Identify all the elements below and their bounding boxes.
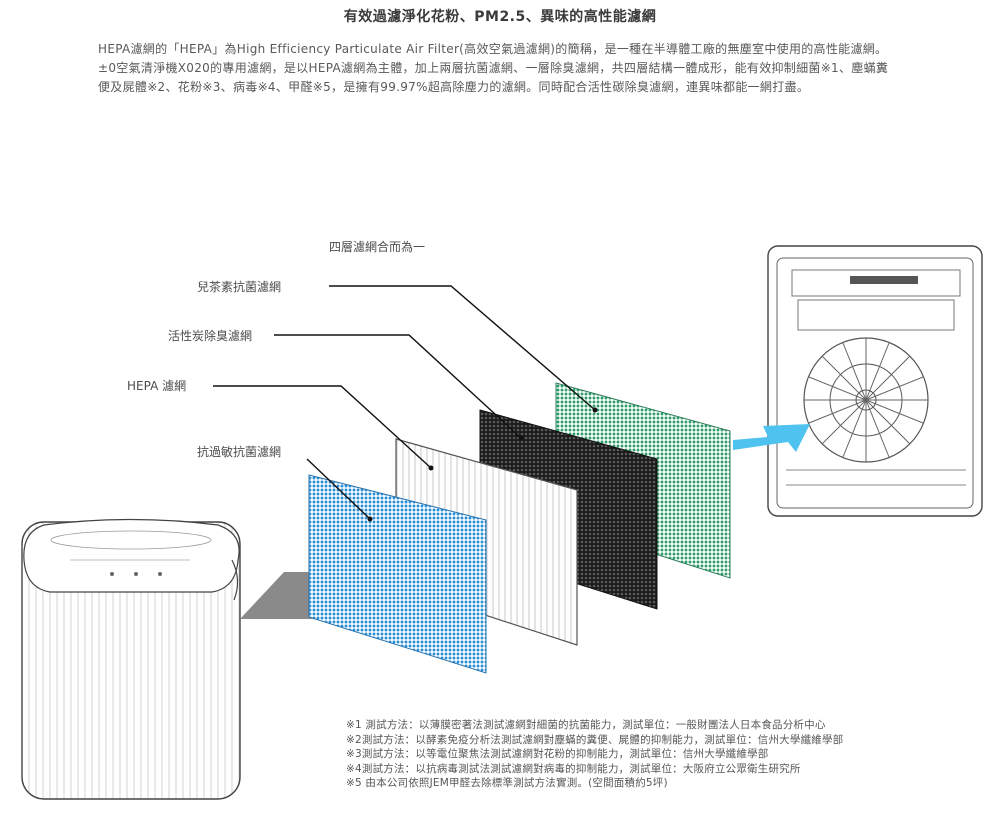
footnote-3: ※3測試方法：以等電位聚焦法測試濾網對花粉的抑制能力，測試單位：信州大學纖維學部	[346, 748, 769, 760]
purifier-back-illustration	[767, 245, 983, 517]
footnote-4: ※4測試方法：以抗病毒測試法測試濾網對病毒的抑制能力，測試單位：大阪府立公眾衛生…	[346, 762, 801, 775]
diagram-heading: 四層濾網合而為一	[329, 240, 426, 254]
label-carbon-filter: 活性炭除臭濾網	[168, 329, 253, 343]
label-hepa-filter: HEPA 濾網	[127, 379, 187, 393]
footnotes: ※1 測試方法：以薄膜密著法測試濾網對細菌的抗菌能力，測試單位：一般財團法人日本…	[346, 718, 851, 791]
label-antiallergy-filter: 抗過敏抗菌濾網	[197, 445, 282, 459]
footnote-1: ※1 測試方法：以薄膜密著法測試濾網對細菌的抗菌能力，測試單位：一般財團法人日本…	[346, 719, 826, 731]
intro-paragraph: HEPA濾網的「HEPA」為High Efficiency Particulat…	[98, 42, 889, 94]
label-catechin-filter: 兒茶素抗菌濾網	[197, 280, 282, 294]
footnote-2: ※2測試方法：以酵素免疫分析法測試濾網對塵蟎的糞便、屍體的抑制能力，測試單位：信…	[346, 733, 844, 746]
leader-line-carbon	[274, 334, 522, 439]
purifier-front-illustration	[21, 518, 241, 800]
leader-line-antiallergy	[306, 458, 371, 520]
filter-layer-antiallergy	[308, 474, 487, 674]
outflow-arrow	[733, 424, 810, 452]
footnote-5: ※5 由本公司依照JEM甲醛去除標準測試方法實測。(空間面積約5坪)	[346, 777, 668, 789]
leader-line-catechin	[329, 285, 596, 411]
page-title: 有效過濾淨化花粉、PM2.5、異味的高性能濾網	[343, 9, 657, 25]
leader-line-hepa	[213, 385, 432, 469]
